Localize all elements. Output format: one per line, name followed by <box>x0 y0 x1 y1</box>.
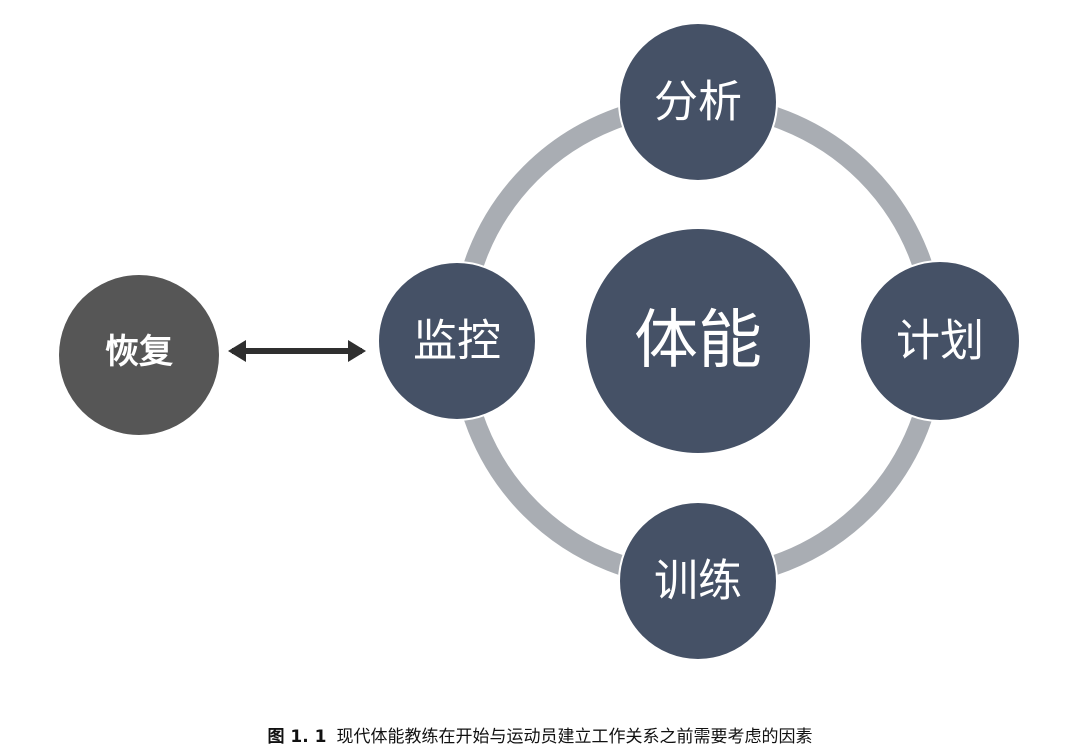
node-planning: 计划 <box>859 260 1021 422</box>
node-planning-label: 计划 <box>896 316 984 367</box>
figure-caption-text: 现代体能教练在开始与运动员建立工作关系之前需要考虑的因素 <box>336 727 813 747</box>
physical-fitness-cycle-diagram: 体能 分析 计划 训练 监控 恢复 <box>59 22 1021 661</box>
node-training-label: 训练 <box>654 556 742 607</box>
node-monitoring: 监控 <box>377 261 537 421</box>
figure-caption: 图 1. 1 现代体能教练在开始与运动员建立工作关系之前需要考虑的因素 <box>0 722 1080 747</box>
node-analysis-label: 分析 <box>654 77 742 128</box>
node-recovery: 恢复 <box>59 275 219 435</box>
center-node-label: 体能 <box>634 304 762 378</box>
center-node-physical-fitness: 体能 <box>584 227 812 455</box>
double-arrow <box>228 340 366 362</box>
figure-label: 图 1. 1 <box>267 727 327 747</box>
node-analysis: 分析 <box>618 22 778 182</box>
node-monitoring-label: 监控 <box>413 316 501 367</box>
node-training: 训练 <box>618 501 778 661</box>
node-recovery-label: 恢复 <box>105 332 173 372</box>
